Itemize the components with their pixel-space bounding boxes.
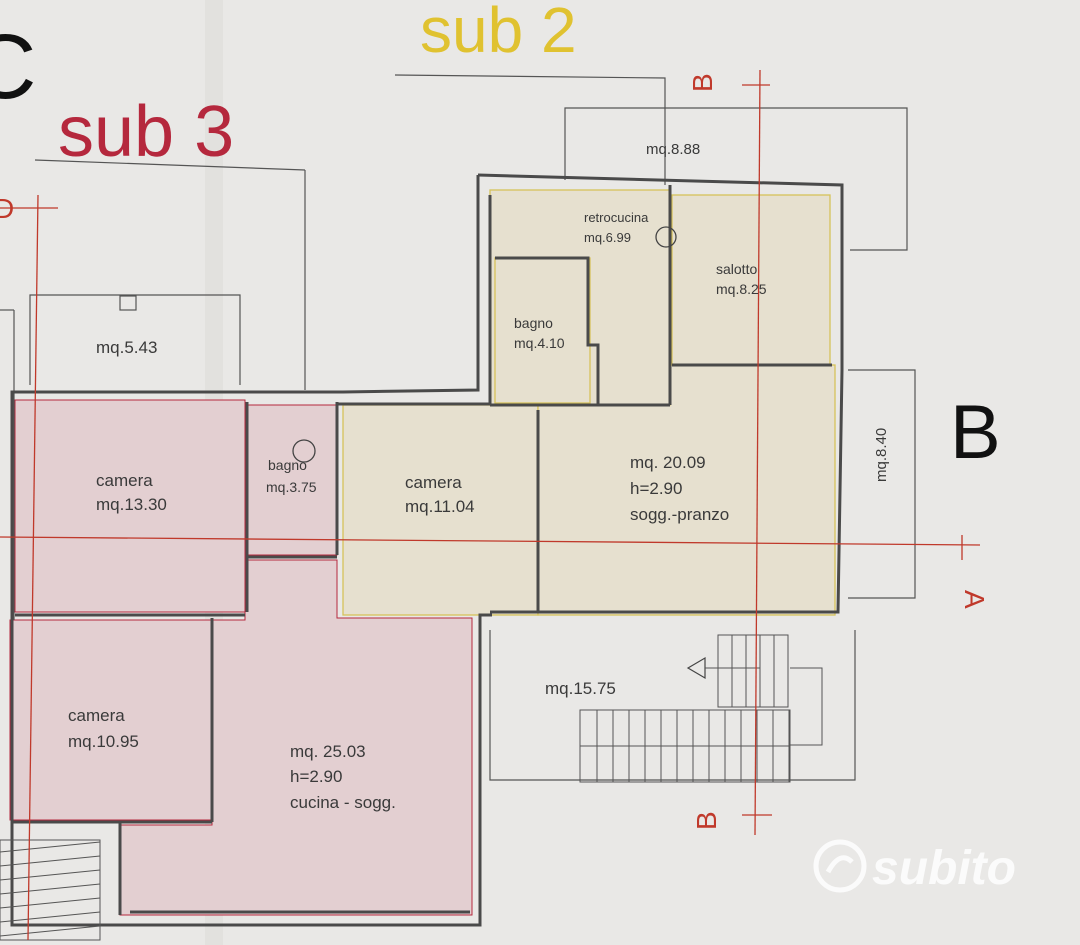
walls [10,173,844,927]
room-camera-3-name: camera [68,706,125,725]
subito-logo-mark [825,855,854,874]
subito-watermark: subito [813,839,1016,895]
room-salotto-area: mq.8.25 [716,281,767,297]
stair-step [0,897,101,909]
area-mq-8-88: mq.8.88 [646,141,700,158]
section-mark-b-top: B [687,73,718,92]
fixture-circle-bagno [292,439,316,463]
stair-step [0,883,101,895]
stair-step [0,911,101,923]
room-bagno-410 [494,257,591,404]
room-cucina-height: h=2.90 [290,767,342,786]
staircase [579,634,823,783]
area-mq-5-43: mq.5.43 [96,338,157,357]
room-salotto [671,194,831,366]
room-retrocucina-area: mq.6.99 [584,230,631,245]
room-cucina-name: cucina - sogg. [290,793,396,812]
room-camera-1-area: mq.13.30 [96,495,167,514]
room-camera-2-name: camera [405,473,462,492]
room-bagno-1-name: bagno [268,457,307,473]
outer-outlines [0,74,916,781]
section-mark-d-left: D [0,193,14,224]
room-sogg-pranzo-height: h=2.90 [630,479,682,498]
stair-step [0,869,101,881]
subito-wordmark: subito [872,842,1016,895]
section-mark-a-right: A [959,590,990,609]
staircase-left [0,839,101,941]
label-b-big: B [950,390,1001,475]
stair-step [0,855,101,867]
room-bagno-1-area: mq.3.75 [266,479,317,495]
stair-step [0,925,101,937]
room-camera-2-area: mq.11.04 [405,497,475,516]
section-lines [0,69,981,941]
room-salotto-name: salotto [716,261,757,277]
sub3-area [9,399,473,916]
area-mq-15-75: mq.15.75 [545,679,616,698]
room-camera-1330 [14,399,246,613]
room-camera-1095 [9,619,216,821]
room-bagno-2-area: mq.4.10 [514,335,565,351]
room-sogg-pranzo-name: sogg.-pranzo [630,505,729,524]
room-camera-1-name: camera [96,471,153,490]
room-camera-3-area: mq.10.95 [68,732,139,751]
room-cucina-area: mq. 25.03 [290,742,366,761]
sub2-area [342,189,836,616]
area-mq-8-40: mq.8.40 [873,428,890,482]
room-sogg-pranzo-area: mq. 20.09 [630,453,706,472]
label-sub3: sub 3 [58,92,234,172]
room-sogg-pranzo [537,364,836,616]
stair-step [0,841,101,853]
label-c: C [0,16,36,118]
label-sub2: sub 2 [420,0,577,66]
room-camera-1104 [342,404,539,616]
section-mark-b-bottom: B [691,811,722,830]
room-retrocucina-name: retrocucina [584,210,649,225]
subito-logo-icon [813,839,867,893]
fixture-circle-retrocucina [655,226,677,248]
room-bagno-2-name: bagno [514,315,553,331]
